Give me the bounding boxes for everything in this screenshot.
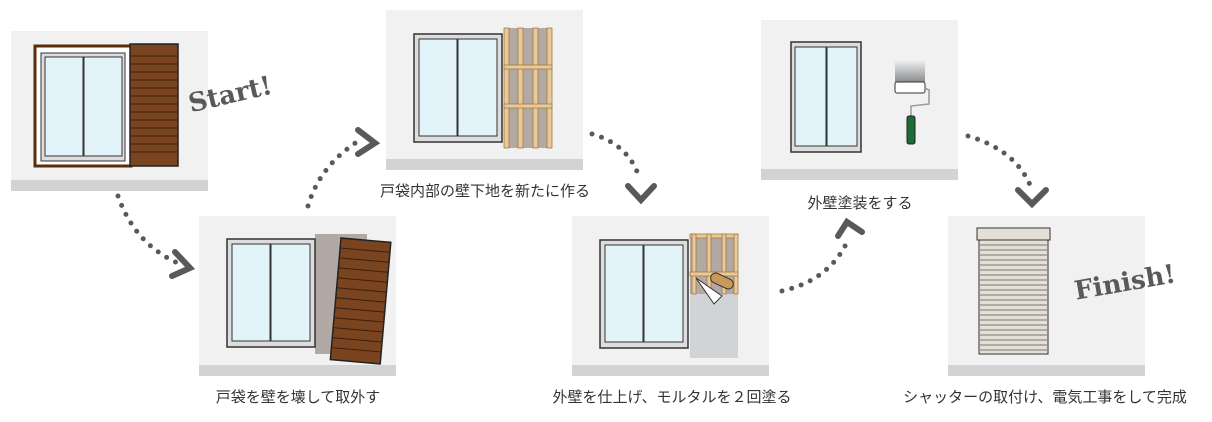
painting-illustration	[790, 41, 930, 153]
step-1-panel	[11, 31, 208, 191]
ground-band	[948, 365, 1145, 376]
step-3-caption: 戸袋内部の壁下地を新たに作る	[379, 182, 591, 200]
step-4-caption: 外壁を仕上げ、モルタルを２回塗る	[552, 388, 792, 406]
arrow-1-to-2	[115, 193, 183, 267]
door-pocket-removal-illustration	[226, 234, 392, 365]
step-4-panel	[572, 216, 769, 376]
ground-band	[572, 365, 769, 376]
step-5-caption: 外壁塗装をする	[807, 194, 913, 212]
wall-framing-illustration	[413, 27, 553, 149]
step-6-caption: シャッターの取付け、電気工事をして完成	[903, 388, 1187, 406]
step-5-panel	[761, 20, 958, 180]
ground-band	[199, 365, 396, 376]
window-with-door-pocket-illustration	[33, 43, 179, 168]
arrow-2-to-3	[305, 137, 363, 209]
shutter-illustration	[976, 227, 1051, 355]
ground-band	[11, 180, 208, 191]
step-2-panel	[199, 216, 396, 376]
mortar-finishing-illustration	[599, 233, 739, 358]
arrow-5-to-6	[965, 133, 1033, 188]
step-2-caption: 戸袋を壁を壊して取外す	[215, 388, 381, 406]
step-3-panel	[386, 10, 583, 170]
ground-band	[386, 159, 583, 170]
arrow-3-to-4	[589, 131, 643, 183]
step-6-panel	[948, 216, 1145, 376]
arrow-4-to-5	[779, 237, 851, 294]
ground-band	[761, 169, 958, 180]
